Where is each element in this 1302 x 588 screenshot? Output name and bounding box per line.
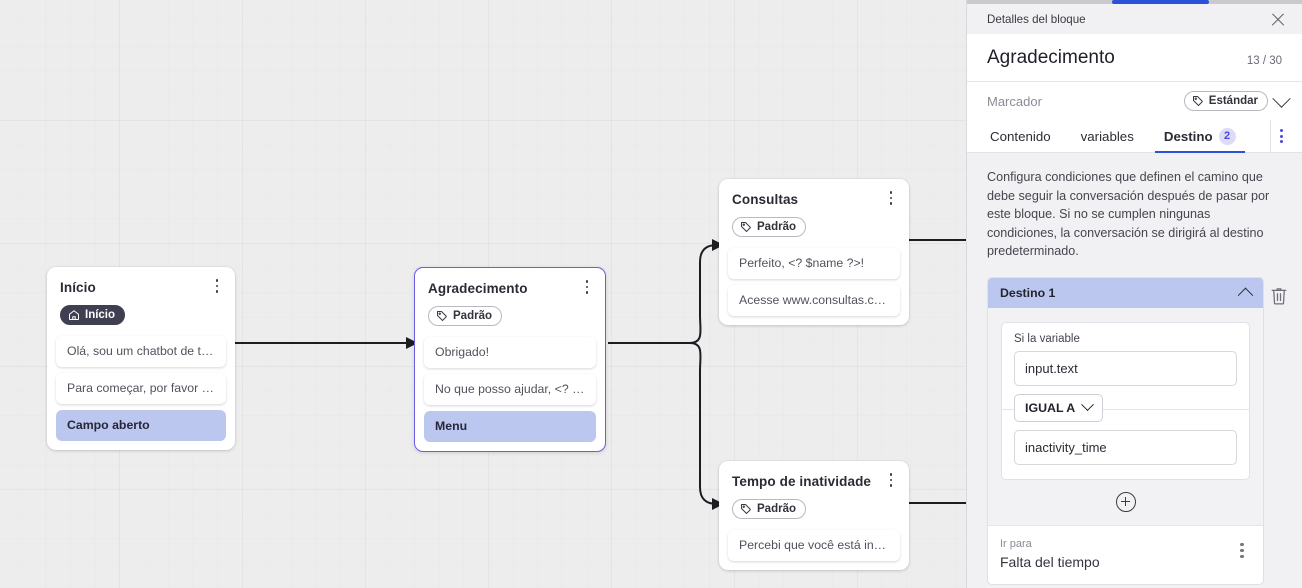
close-icon[interactable]: [1268, 9, 1288, 29]
flow-node-tempo-de-inatividade[interactable]: Tempo de inatividade Padrão Percebi que …: [719, 461, 909, 570]
operator-value: IGUAL A: [1025, 400, 1076, 415]
compare-value-field[interactable]: inactivity_time: [1014, 429, 1237, 465]
node-tag-label: Padrão: [757, 503, 796, 515]
tab-badge-count: 2: [1218, 127, 1236, 145]
flow-canvas[interactable]: Início Início Olá, sou um chatbot de tes…: [0, 0, 967, 588]
node-tag-label: Padrão: [453, 310, 492, 322]
node-title: Agradecimento: [428, 281, 528, 296]
node-row[interactable]: No que posso ajudar, <? $name ...: [424, 374, 596, 405]
add-condition-row: [988, 480, 1263, 525]
operator-select[interactable]: IGUAL A: [1014, 393, 1104, 422]
node-row[interactable]: Campo aberto: [56, 410, 226, 441]
block-details-panel: Detalles del bloque Agradecimento 13 / 3…: [966, 0, 1302, 588]
node-row[interactable]: Percebi que você está inativo. C...: [728, 530, 900, 561]
character-counter: 13 / 30: [1246, 55, 1282, 67]
node-tag-label: Início: [85, 309, 116, 321]
node-title: Consultas: [732, 192, 799, 207]
chevron-down-icon: [1081, 398, 1095, 412]
node-header: Início: [47, 267, 235, 296]
node-tag-badge: Padrão: [732, 217, 806, 237]
node-row[interactable]: Para começar, por favor digite o ...: [56, 373, 226, 404]
variable-field[interactable]: input.text: [1014, 350, 1237, 386]
node-row[interactable]: Olá, sou um chatbot de teste!: [56, 336, 226, 367]
node-row[interactable]: Menu: [424, 411, 596, 442]
node-tag-row: Padrão: [719, 208, 909, 248]
home-icon: [69, 310, 79, 320]
node-header: Consultas: [719, 179, 909, 208]
node-row[interactable]: Perfeito, <? $name ?>!: [728, 248, 900, 279]
node-tag-row: Padrão: [719, 490, 909, 530]
node-title: Tempo de inatividade: [732, 474, 872, 489]
tag-icon: [741, 222, 751, 232]
tab-contenido[interactable]: Contenido: [975, 120, 1066, 152]
goto-section[interactable]: Ir para Falta del tiempo: [988, 524, 1263, 584]
node-tag-row: Padrão: [415, 297, 605, 337]
node-title: Início: [60, 280, 96, 295]
node-more-options-icon[interactable]: [208, 277, 226, 295]
tab-destino[interactable]: Destino 2: [1149, 120, 1251, 153]
destination-header-label: Destino 1: [1000, 285, 1056, 300]
tab-label: variables: [1080, 128, 1134, 144]
flow-edges: [234, 239, 967, 510]
tag-icon: [1192, 96, 1203, 106]
flow-node-inicio[interactable]: Início Início Olá, sou um chatbot de tes…: [47, 267, 235, 450]
condition-label: Si la variable: [1014, 332, 1080, 345]
destination-header[interactable]: Destino 1: [988, 277, 1263, 308]
panel-header-section: Agradecimento 13 / 30 Marcador Estándar …: [967, 34, 1302, 153]
node-tag-badge: Início: [60, 305, 126, 325]
destination-card: Destino 1 Si la variable input.text IGUA…: [987, 276, 1264, 585]
panel-scrollbar[interactable]: [967, 0, 1302, 4]
node-row[interactable]: Obrigado!: [424, 337, 596, 368]
destination-description: Configura condiciones que definen el cam…: [987, 170, 1270, 258]
node-more-options-icon[interactable]: [882, 189, 900, 207]
node-tag-badge: Padrão: [732, 499, 806, 519]
tag-icon: [741, 504, 751, 514]
node-row[interactable]: Acesse www.consultas.com par...: [728, 285, 900, 316]
panel-titlebar: Detalles del bloque: [967, 4, 1302, 34]
node-tag-label: Padrão: [757, 221, 796, 233]
plus-icon[interactable]: [1115, 491, 1136, 512]
goto-label: Ir para: [1000, 537, 1032, 550]
panel-title-row: Agradecimento 13 / 30: [967, 34, 1302, 82]
tab-label: Destino: [1163, 128, 1213, 144]
panel-header-label: Detalles del bloque: [987, 12, 1086, 26]
panel-scrollbar-thumb[interactable]: [1112, 0, 1209, 4]
tab-variables[interactable]: variables: [1066, 120, 1149, 152]
marker-control[interactable]: Estándar: [1183, 88, 1291, 111]
trash-icon[interactable]: [1270, 286, 1288, 306]
tag-icon: [437, 311, 447, 321]
flow-node-consultas[interactable]: Consultas Padrão Perfeito, <? $name ?>! …: [719, 179, 909, 325]
tab-label: Contenido: [990, 128, 1051, 144]
node-tag-row: Início: [47, 296, 235, 336]
marker-badge[interactable]: Estándar: [1183, 91, 1268, 111]
node-tag-badge: Padrão: [428, 306, 502, 326]
flow-node-agradecimento[interactable]: Agradecimento Padrão Obrigado! No que po…: [414, 267, 606, 452]
goto-texts: Ir para Falta del tiempo: [1000, 537, 1100, 572]
marker-row: Marcador Estándar: [967, 82, 1302, 120]
marker-value: Estándar: [1208, 95, 1258, 107]
node-header: Tempo de inatividade: [719, 461, 909, 490]
panel-more-options-icon[interactable]: [1270, 120, 1292, 152]
operator-row: IGUAL A: [1002, 390, 1249, 428]
goto-more-options-icon[interactable]: [1233, 537, 1251, 559]
node-header: Agradecimento: [415, 268, 605, 297]
chevron-up-icon[interactable]: [1237, 287, 1254, 304]
page-title: Agradecimento: [987, 47, 1115, 68]
condition-box: Si la variable input.text IGUAL A inacti…: [1001, 321, 1250, 480]
chevron-down-icon[interactable]: [1272, 88, 1291, 108]
node-more-options-icon[interactable]: [882, 471, 900, 489]
panel-tabs: Contenido variables Destino 2: [967, 120, 1302, 153]
node-more-options-icon[interactable]: [578, 278, 596, 296]
panel-body: Configura condiciones que definen el cam…: [967, 153, 1302, 588]
marker-label: Marcador: [987, 93, 1042, 109]
goto-value: Falta del tiempo: [1000, 553, 1100, 570]
destination-block: Destino 1 Si la variable input.text IGUA…: [987, 276, 1288, 585]
